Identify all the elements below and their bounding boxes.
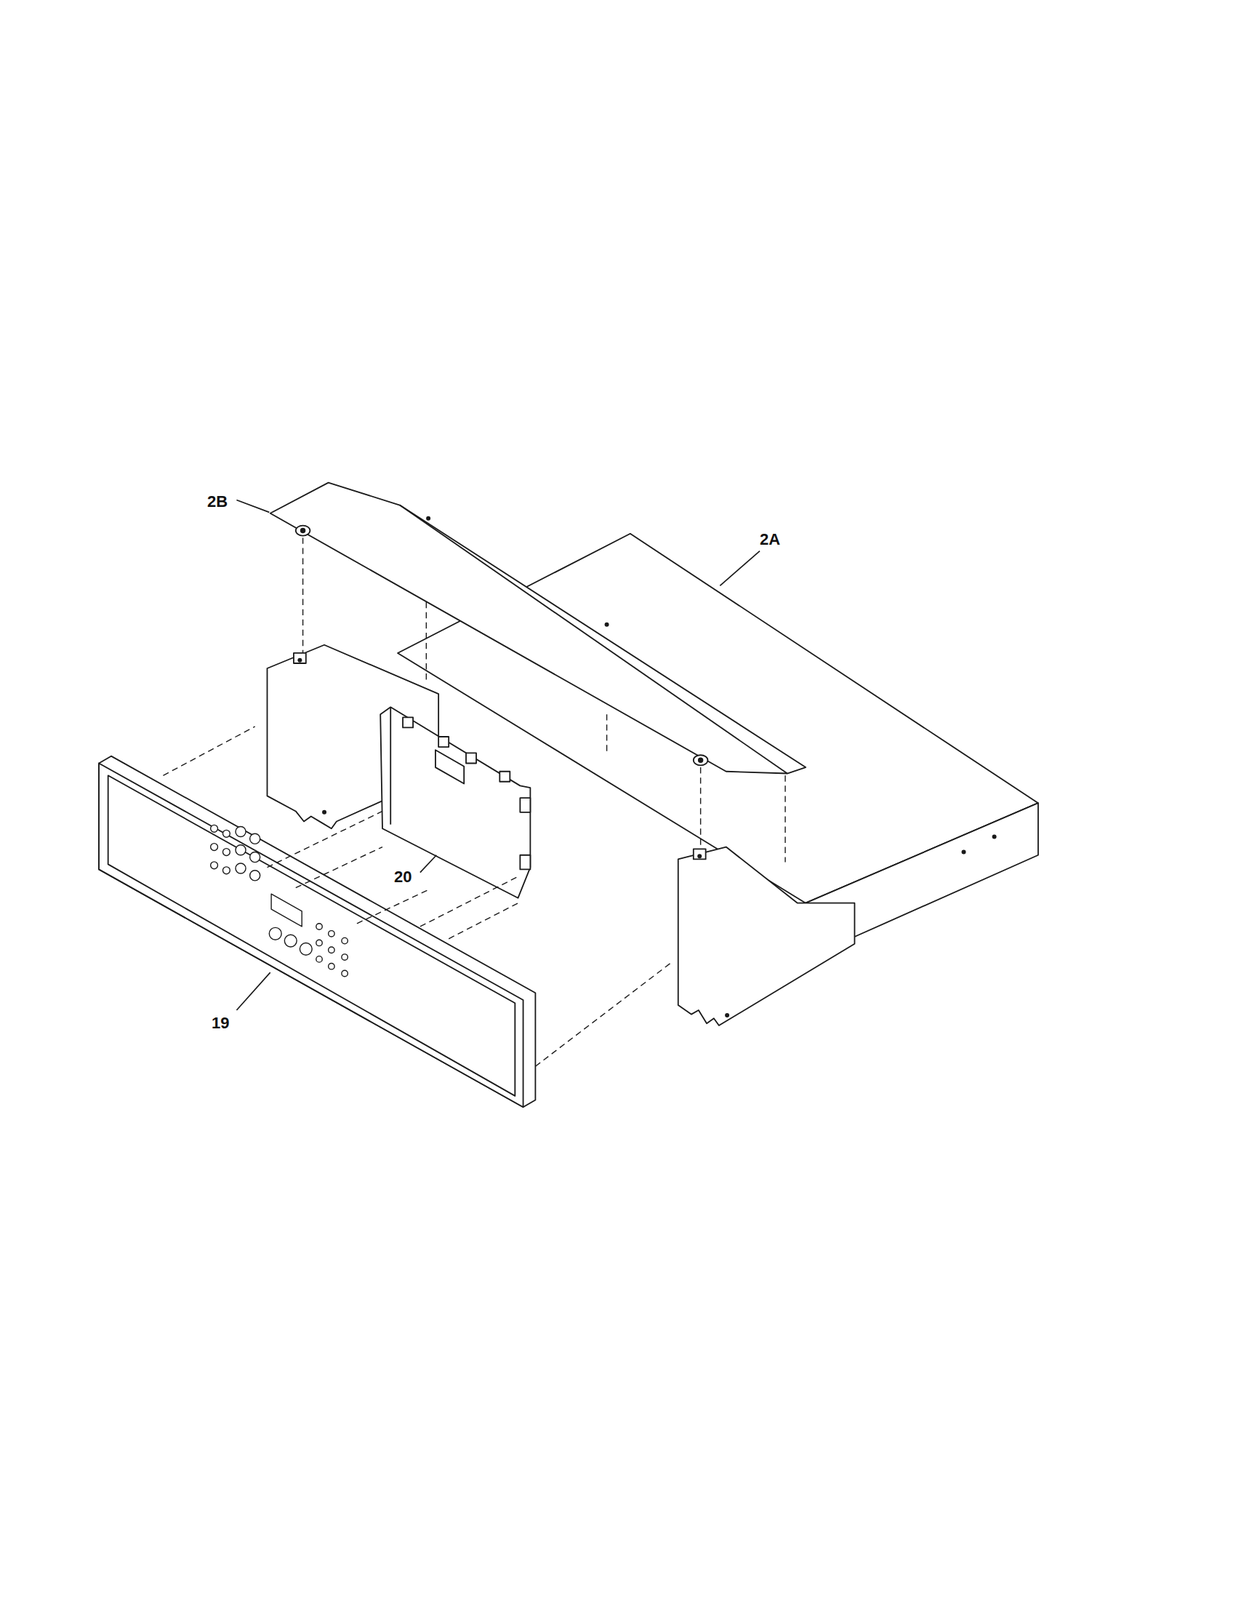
leader-line	[236, 500, 760, 1011]
control-panel	[98, 756, 536, 1108]
side-bracket	[678, 847, 856, 1026]
callout-number: 19	[211, 1014, 230, 1031]
control-board	[380, 706, 531, 898]
callout-number: 2A	[759, 531, 781, 548]
callout-number: 20	[394, 868, 412, 885]
assembly-line	[162, 537, 786, 1066]
callout-number: 2B	[207, 493, 228, 510]
